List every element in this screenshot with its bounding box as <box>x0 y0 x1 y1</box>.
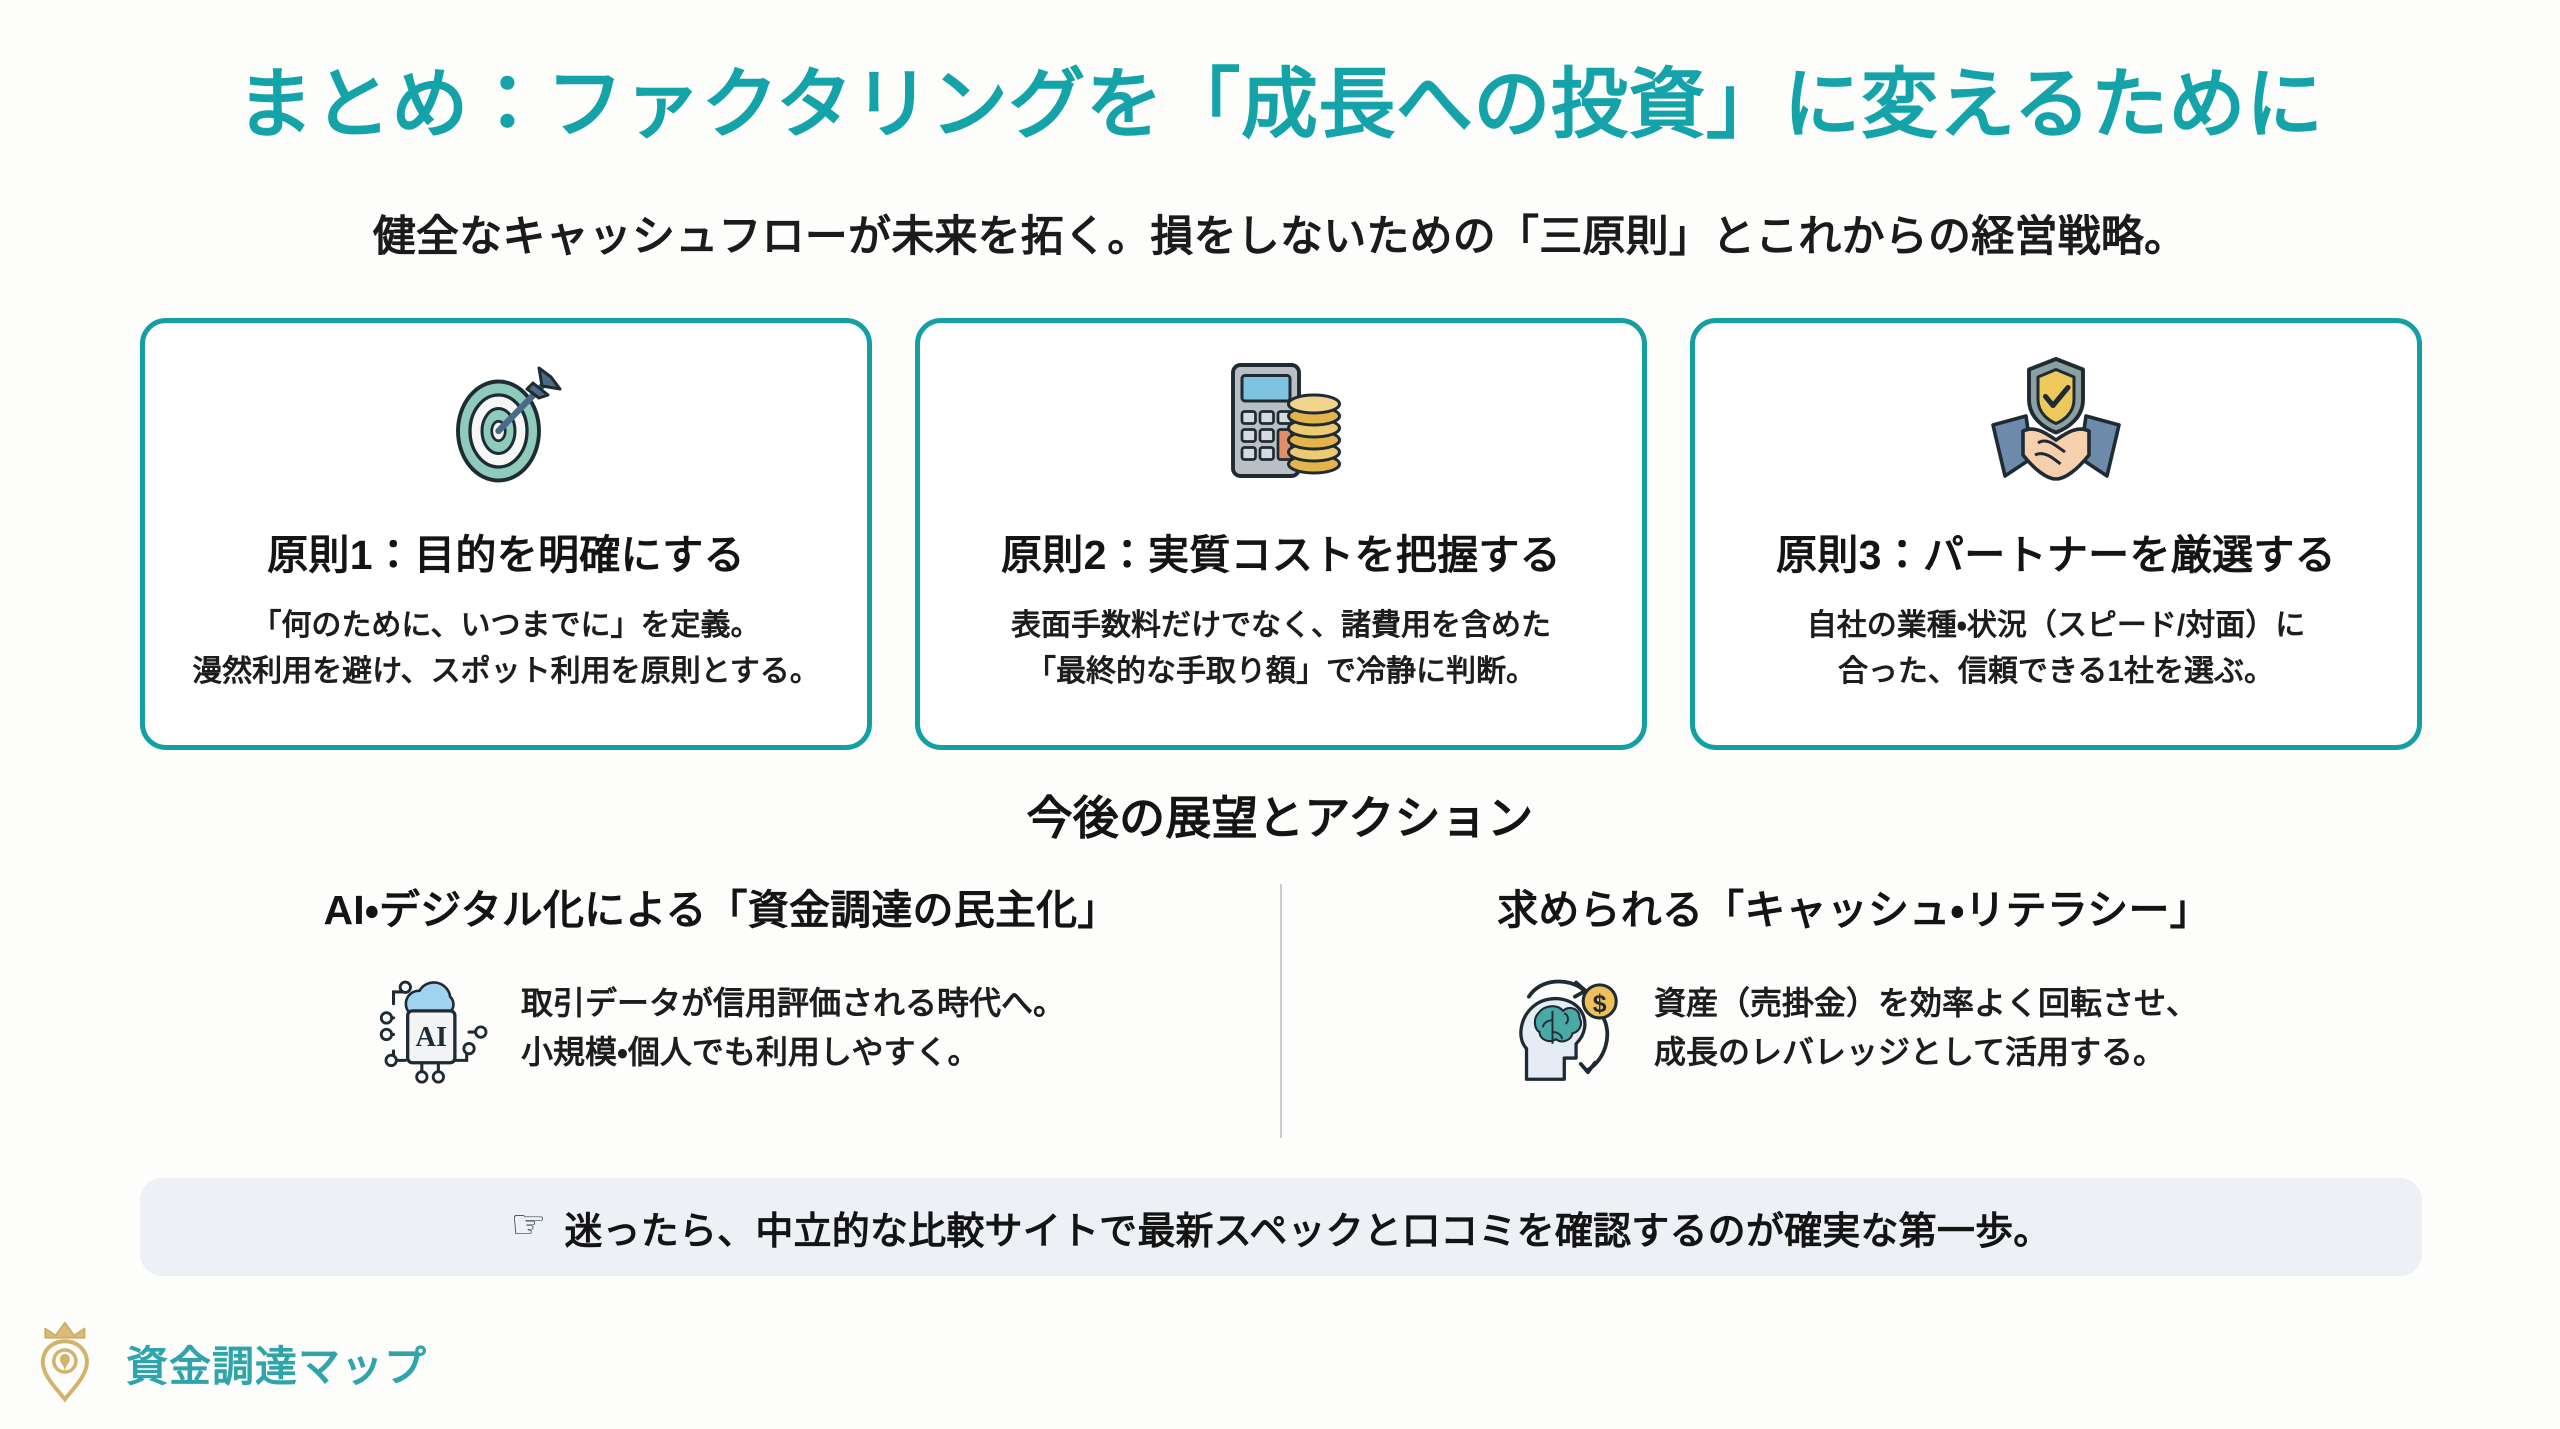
outlook-column-content: AI 取引データが信用評価される時代へ。 小規模・個人でも利用しやすく。 <box>377 966 1065 1089</box>
brand-name: 資金調達マップ <box>126 1343 428 1390</box>
outlook-column-body: 資産（売掛金）を効率よく回転させ、 成長のレバレッジとして活用する。 <box>1653 984 2198 1070</box>
outlook-section: AI・デジタル化による「資金調達の民主化」 <box>170 876 2410 1146</box>
callout-text: 迷ったら、中立的な比較サイトで最新スペックと口コミを確認するのが確実な第一歩。 <box>564 1210 2052 1253</box>
handshake-shield-icon <box>1981 345 2131 505</box>
outlook-column-content: $ 資産（売掛金）を効率よく回転させ、 成長のレバレッジとして活用する。 <box>1510 966 2198 1089</box>
principle-card-body: 自社の業種・状況（スピード/対面）に 合った、信頼できる1社を選ぶ。 <box>1806 609 2306 688</box>
page-title: まとめ：ファクタリングを「成長への投資」に変えるために <box>236 62 2324 148</box>
principle-card-title: 原則3：パートナーを厳選する <box>1775 532 2336 578</box>
page-subtitle: 健全なキャッシュフローが未来を拓く。損をしないための「三原則」とこれからの経営戦… <box>372 213 2188 261</box>
principle-card-title: 原則2：実質コストを把握する <box>1000 532 1561 578</box>
callout-bar: ☞ 迷ったら、中立的な比較サイトで最新スペックと口コミを確認するのが確実な第一歩… <box>140 1178 2422 1276</box>
outlook-column-title: AI・デジタル化による「資金調達の民主化」 <box>323 887 1119 933</box>
brand-logo: 資金調達マップ <box>38 1318 427 1409</box>
pointing-hand-icon: ☞ <box>510 1203 547 1247</box>
principle-card-body: 表面手数料だけでなく、諸費用を含めた 「最終的な手取り額」で冷静に判断。 <box>1011 609 1551 688</box>
brain-money-cycle-icon: $ <box>1510 966 1628 1089</box>
svg-text:$: $ <box>1593 991 1607 1018</box>
principle-card-1: 原則1：目的を明確にする 「何のために、いつまでに」を定義。 漫然利用を避け、ス… <box>140 318 872 750</box>
outlook-divider <box>1280 884 1282 1138</box>
outlook-column-ai: AI・デジタル化による「資金調達の民主化」 <box>170 876 1280 1146</box>
outlook-column-title: 求められる「キャッシュ・リテラシー」 <box>1497 887 2211 933</box>
outlook-heading: 今後の展望とアクション <box>1026 792 1534 844</box>
principle-card-3: 原則3：パートナーを厳選する 自社の業種・状況（スピード/対面）に 合った、信頼… <box>1690 318 2422 750</box>
outlook-column-literacy: 求められる「キャッシュ・リテラシー」 <box>1282 876 2392 1146</box>
principle-card-body: 「何のために、いつまでに」を定義。 漫然利用を避け、スポット利用を原則とする。 <box>192 609 820 688</box>
ai-chip-cloud-icon: AI <box>377 966 495 1089</box>
principle-card-2: 原則2：実質コストを把握する 表面手数料だけでなく、諸費用を含めた 「最終的な手… <box>915 318 1647 750</box>
calculator-coins-icon <box>1206 345 1356 505</box>
outlook-column-body: 取引データが信用評価される時代へ。 小規模・個人でも利用しやすく。 <box>520 984 1065 1070</box>
principle-card-title: 原則1：目的を明確にする <box>267 532 745 578</box>
target-arrow-icon <box>431 345 581 505</box>
crowned-map-pin-logo <box>38 1318 108 1409</box>
principle-card-list: 原則1：目的を明確にする 「何のために、いつまでに」を定義。 漫然利用を避け、ス… <box>140 318 2422 750</box>
svg-text:AI: AI <box>416 1022 447 1053</box>
